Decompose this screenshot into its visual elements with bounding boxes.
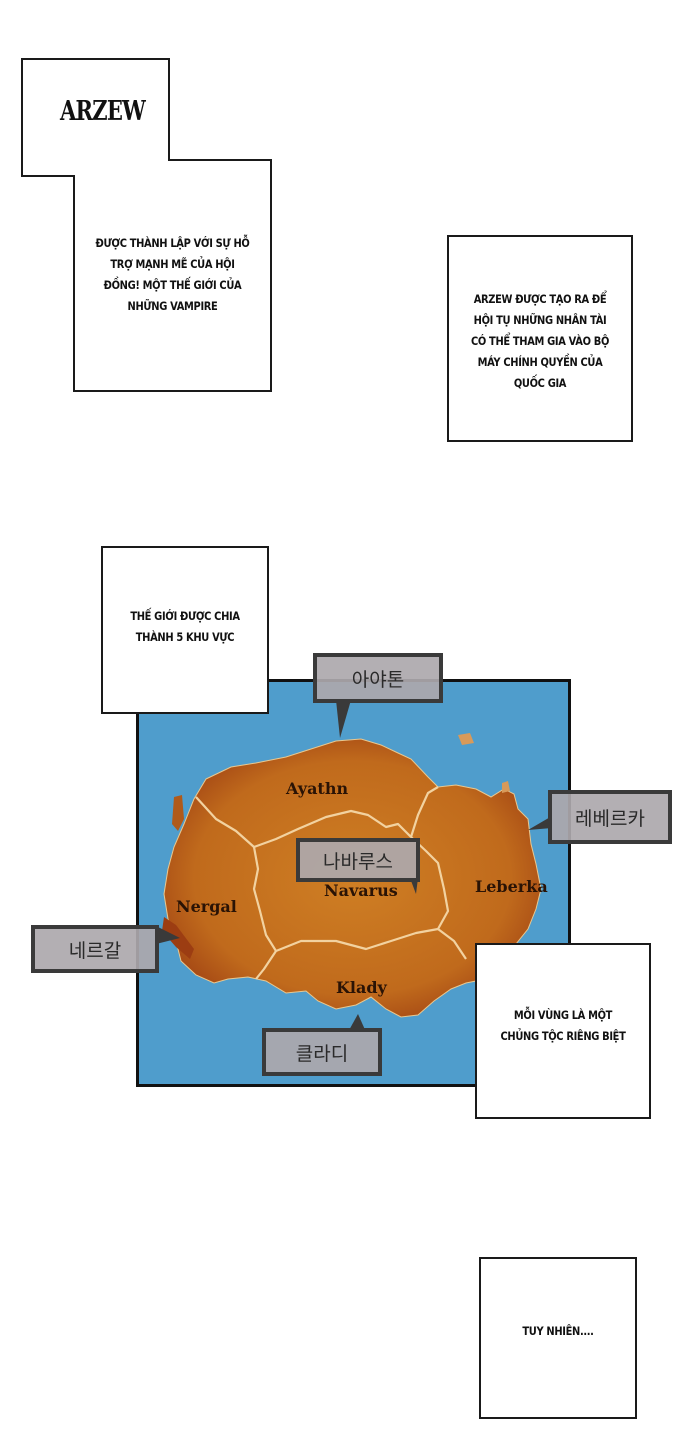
caption-line: THẾ GIỚI ĐƯỢC CHIA bbox=[130, 609, 240, 623]
however-caption: TUY NHIÊN.... bbox=[481, 1321, 635, 1342]
tag-ayathn-korean: 아야톤 bbox=[313, 653, 443, 703]
world-divided-box: THẾ GIỚI ĐƯỢC CHIA THÀNH 5 KHU VỰC bbox=[101, 546, 269, 714]
caption-line: THÀNH 5 KHU VỰC bbox=[135, 630, 235, 644]
arzew-purpose-box: ARZEW ĐƯỢC TẠO RA ĐỂ HỘI TỤ NHỮNG NHÂN T… bbox=[447, 235, 633, 442]
world-divided-caption: THẾ GIỚI ĐƯỢC CHIA THÀNH 5 KHU VỰC bbox=[103, 606, 267, 648]
tag-klady-korean: 클라디 bbox=[262, 1028, 382, 1076]
caption-line: TUY NHIÊN.... bbox=[522, 1324, 594, 1338]
arzew-intro-box-outline bbox=[21, 58, 272, 392]
tag-nergal-korean: 네르갈 bbox=[31, 925, 159, 973]
caption-line: TRỢ MẠNH MẼ CỦA HỘI bbox=[110, 257, 235, 271]
caption-line: MỖI VÙNG LÀ MỘT bbox=[513, 1008, 613, 1022]
arzew-title: ARZEW bbox=[60, 96, 146, 127]
caption-line: CÓ THỂ THAM GIA VÀO BỘ bbox=[470, 334, 610, 348]
however-box: TUY NHIÊN.... bbox=[479, 1257, 637, 1419]
region-label-nergal: Nergal bbox=[176, 897, 237, 916]
korean-tag-pointers bbox=[156, 700, 552, 1032]
region-label-klady: Klady bbox=[336, 978, 387, 997]
caption-line: MÁY CHÍNH QUYỀN CỦA bbox=[477, 355, 603, 369]
region-label-ayathn: Ayathn bbox=[286, 779, 349, 798]
caption-line: ARZEW ĐƯỢC TẠO RA ĐỂ bbox=[473, 292, 607, 306]
arzew-purpose-caption: ARZEW ĐƯỢC TẠO RA ĐỂ HỘI TỤ NHỮNG NHÂN T… bbox=[449, 289, 631, 394]
each-region-box: MỖI VÙNG LÀ MỘT CHỦNG TỘC RIÊNG BIỆT bbox=[475, 943, 651, 1119]
caption-line: QUỐC GIA bbox=[513, 376, 567, 390]
caption-line: HỘI TỤ NHỮNG NHÂN TÀI bbox=[473, 313, 607, 327]
caption-line: CHỦNG TỘC RIÊNG BIỆT bbox=[500, 1029, 626, 1043]
each-region-caption: MỖI VÙNG LÀ MỘT CHỦNG TỘC RIÊNG BIỆT bbox=[477, 1005, 649, 1047]
region-label-leberka: Leberka bbox=[475, 877, 548, 896]
caption-line: ĐƯỢC THÀNH LẬP VỚI SỰ HỖ bbox=[95, 236, 250, 250]
caption-line: ĐỒNG! MỘT THẾ GIỚI CỦA bbox=[103, 278, 242, 292]
caption-line: NHỮNG VAMPIRE bbox=[127, 299, 218, 313]
tag-leberka-korean: 레베르카 bbox=[548, 790, 672, 844]
arzew-intro-caption: ĐƯỢC THÀNH LẬP VỚI SỰ HỖ TRỢ MẠNH MẼ CỦA… bbox=[74, 233, 271, 317]
tag-navarus-korean: 나바루스 bbox=[296, 838, 420, 882]
region-label-navarus: Navarus bbox=[324, 881, 398, 900]
